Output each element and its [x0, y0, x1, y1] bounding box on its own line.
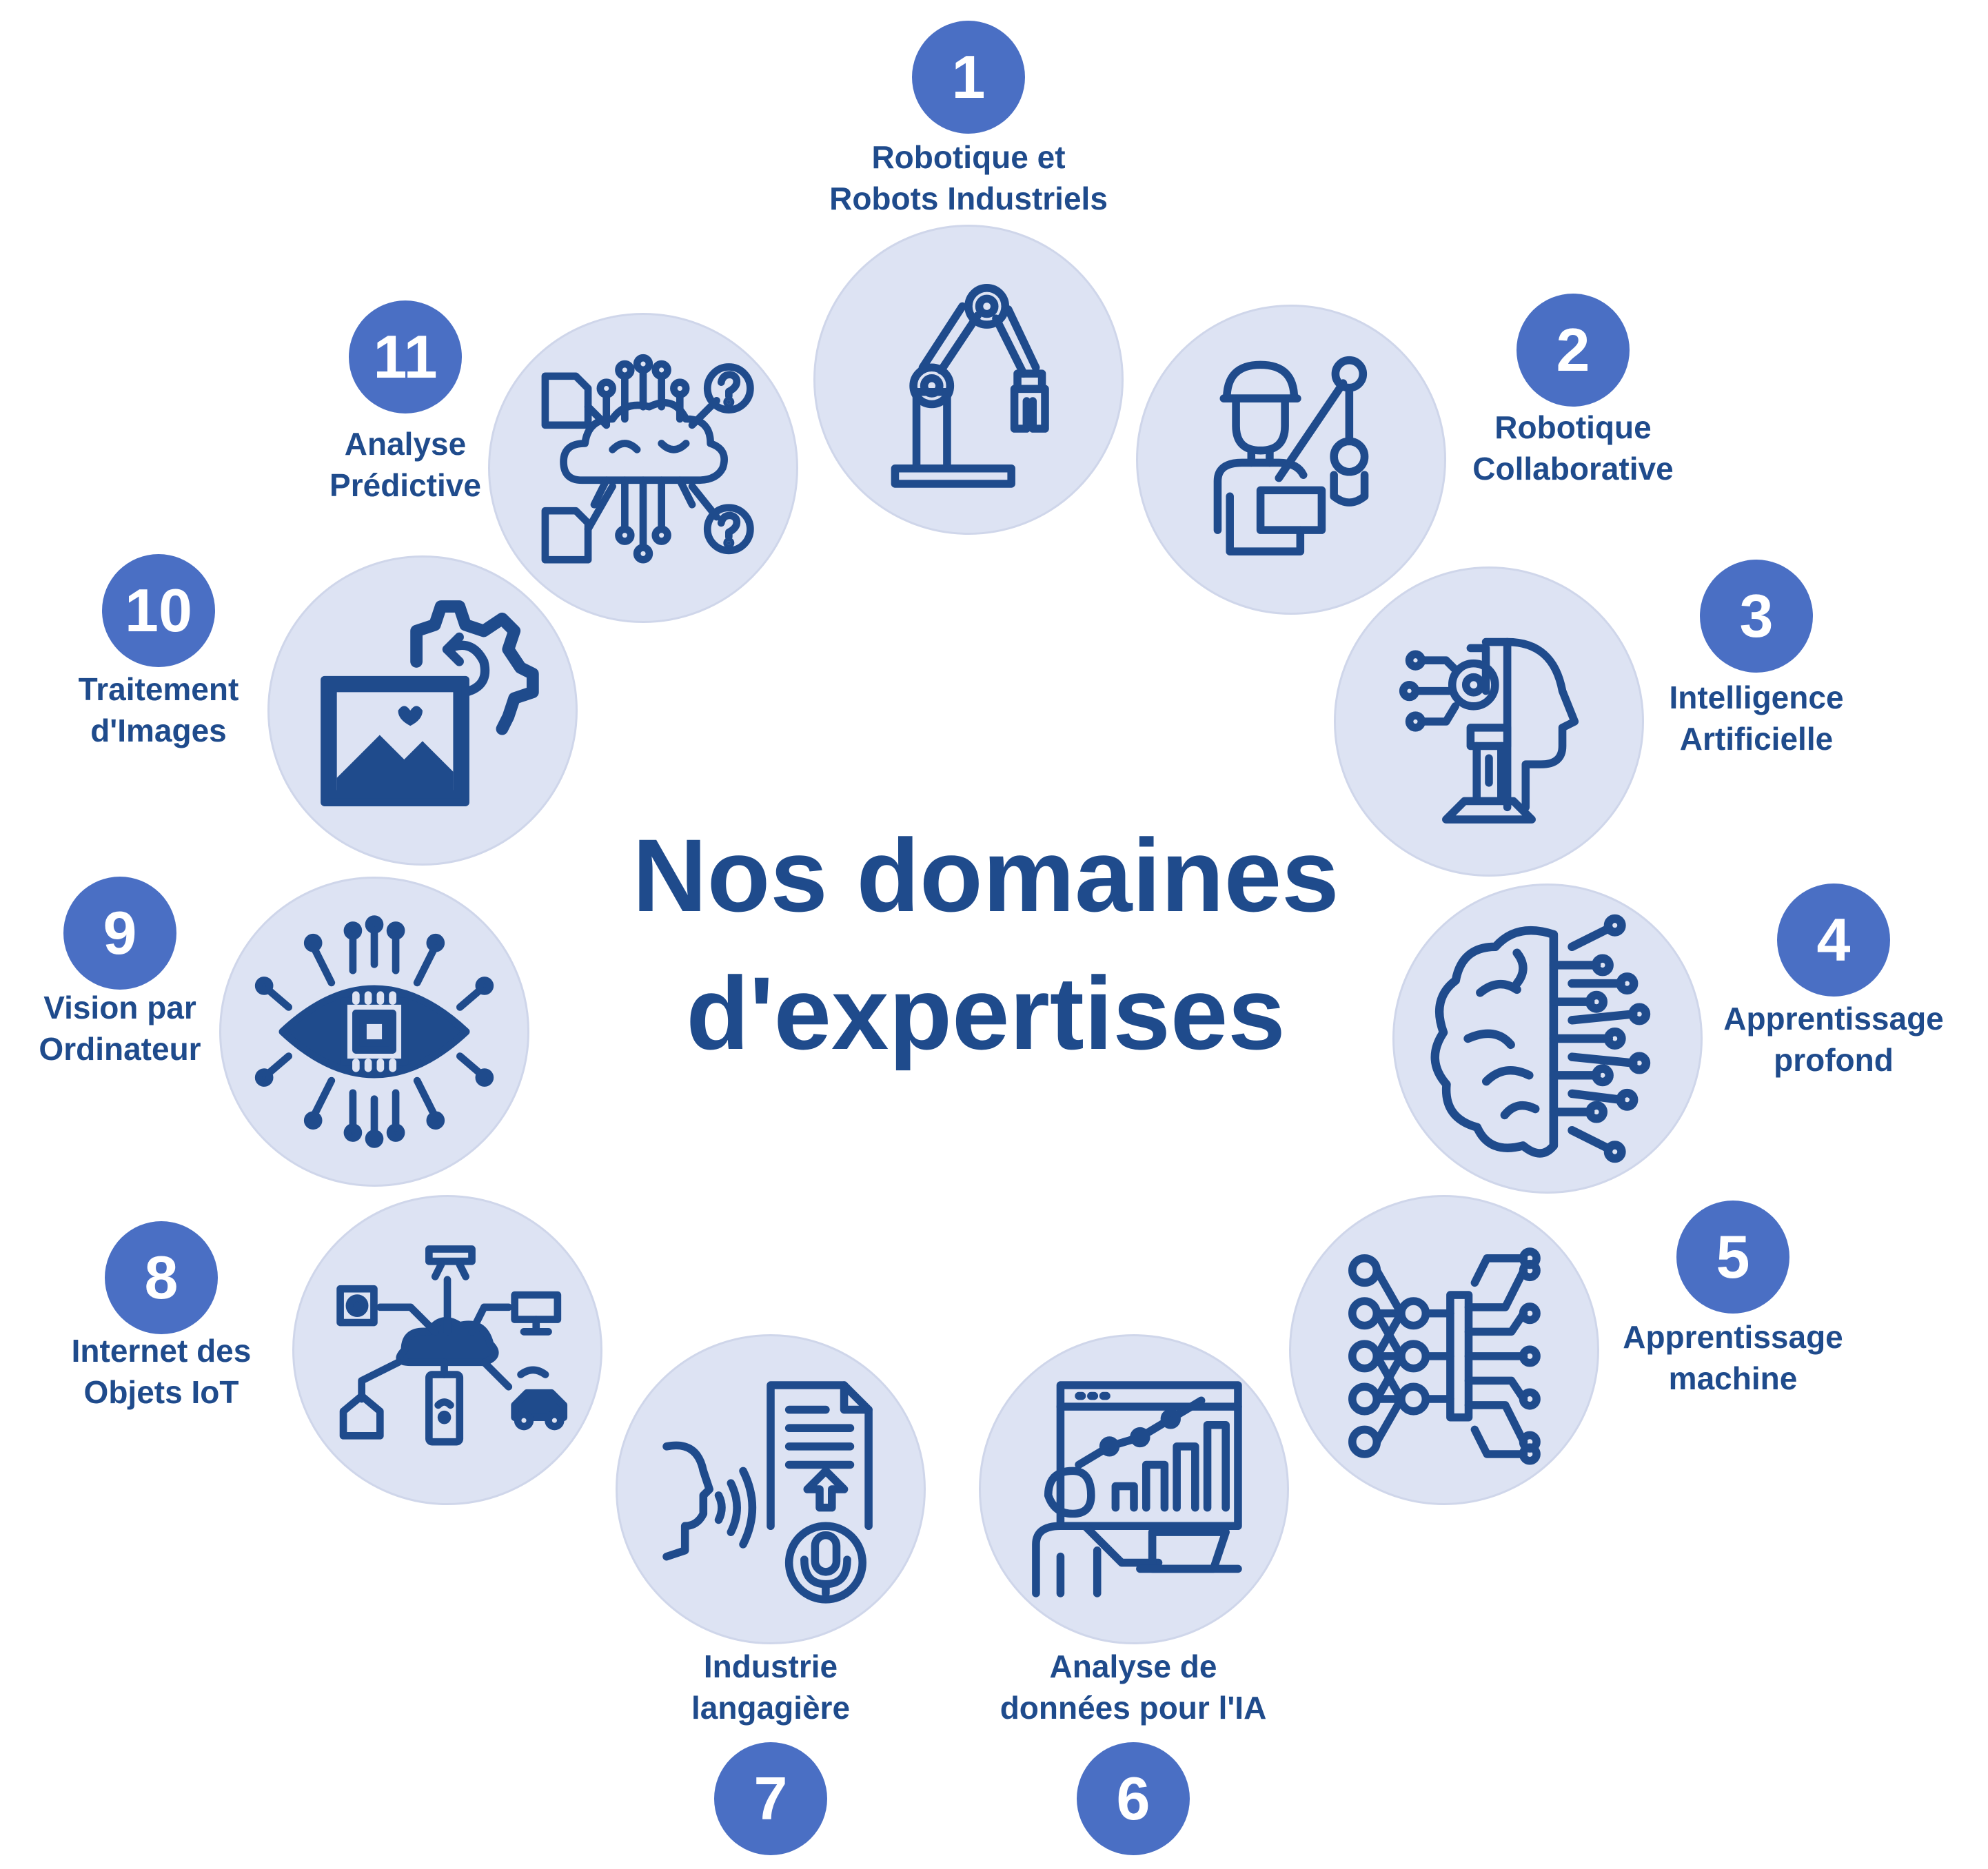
- worker-robot-icon: [1213, 356, 1369, 555]
- domain-label-7-line1: Industrie: [703, 1648, 838, 1684]
- number-badge-6: 6: [1077, 1742, 1190, 1855]
- number-badge-11: 11: [349, 300, 462, 413]
- number-badge-8: 8: [105, 1221, 218, 1334]
- iot-network-icon: [336, 1245, 568, 1446]
- data-analyst-icon: [1032, 1381, 1242, 1597]
- domain-label-9-line2: Ordinateur: [39, 1031, 201, 1067]
- icon-circle-5: [1289, 1195, 1599, 1505]
- domain-label-4: Apprentissage profond: [1689, 998, 1978, 1081]
- domain-label-5: Apprentissage machine: [1588, 1316, 1878, 1399]
- number-badge-1: 1: [912, 21, 1025, 134]
- domain-label-4-line2: profond: [1774, 1042, 1894, 1078]
- icon-circle-2: [1136, 305, 1446, 615]
- speech-document-icon: [662, 1381, 873, 1604]
- domain-label-10-line1: Traitement: [78, 671, 239, 707]
- number-badge-9: 9: [63, 877, 176, 990]
- domain-label-7: Industrie langagière: [626, 1646, 915, 1728]
- domain-label-6: Analyse de données pour l'IA: [988, 1646, 1278, 1728]
- title-line-1: Nos domaines: [632, 817, 1339, 933]
- robot-arm-icon: [891, 284, 1049, 488]
- domain-label-10-line2: d'Images: [90, 713, 227, 748]
- domain-label-4-line1: Apprentissage: [1723, 1001, 1944, 1036]
- domain-label-11: Analyse Prédictive: [261, 423, 550, 506]
- ai-head-icon: [1399, 637, 1579, 824]
- icon-circle-10: [267, 555, 578, 866]
- icon-circle-4: [1392, 884, 1703, 1194]
- title-line-2: d'expertises: [686, 955, 1286, 1071]
- domain-label-2: Robotique Collaborative: [1428, 407, 1718, 489]
- number-badge-2: 2: [1517, 294, 1630, 407]
- domain-label-3: Intelligence Artificielle: [1612, 677, 1901, 759]
- number-badge-4: 4: [1777, 884, 1890, 997]
- domain-label-6-line1: Analyse de: [1049, 1648, 1217, 1684]
- domain-label-9-line1: Vision par: [43, 990, 196, 1025]
- domain-label-6-line2: données pour l'IA: [1000, 1690, 1267, 1726]
- domain-label-8: Internet des Objets IoT: [17, 1330, 306, 1413]
- domain-label-1: Robotique et Robots Industriels: [824, 136, 1113, 219]
- domain-label-3-line1: Intelligence: [1669, 680, 1844, 715]
- domain-label-8-line2: Objets IoT: [83, 1374, 239, 1410]
- icon-circle-11: [488, 313, 798, 623]
- icon-circle-7: [616, 1334, 926, 1644]
- domain-label-10: Traitement d'Images: [14, 668, 303, 751]
- domain-label-3-line2: Artificielle: [1679, 721, 1834, 757]
- domain-label-1-line1: Robotique et: [871, 139, 1066, 175]
- neural-network-icon: [1348, 1247, 1541, 1465]
- cloud-circuit-question-icon: [541, 354, 754, 564]
- number-badge-3: 3: [1700, 560, 1813, 673]
- brain-circuit-icon: [1430, 914, 1651, 1163]
- icon-circle-1: [813, 225, 1124, 535]
- domain-label-2-line2: Collaborative: [1472, 451, 1674, 487]
- domain-label-11-line1: Analyse: [344, 426, 467, 462]
- icon-circle-6: [979, 1334, 1289, 1644]
- domain-label-2-line1: Robotique: [1494, 409, 1652, 445]
- eye-chip-icon: [254, 915, 494, 1148]
- domain-label-5-line1: Apprentissage: [1623, 1319, 1843, 1355]
- diagram-title: Nos domaines d'expertises: [538, 806, 1434, 1082]
- domain-label-7-line2: langagière: [691, 1690, 851, 1726]
- icon-circle-9: [219, 877, 529, 1187]
- icon-circle-8: [292, 1195, 602, 1505]
- image-gear-icon: [321, 600, 539, 806]
- icon-circle-3: [1334, 566, 1644, 877]
- domain-label-9: Vision par Ordinateur: [0, 987, 265, 1070]
- domain-label-8-line1: Internet des: [71, 1333, 252, 1369]
- number-badge-7: 7: [714, 1742, 827, 1855]
- domain-label-5-line2: machine: [1668, 1360, 1798, 1396]
- domain-label-11-line2: Prédictive: [329, 467, 481, 503]
- domain-label-1-line2: Robots Industriels: [829, 181, 1108, 216]
- number-badge-5: 5: [1676, 1201, 1789, 1314]
- number-badge-10: 10: [102, 554, 215, 667]
